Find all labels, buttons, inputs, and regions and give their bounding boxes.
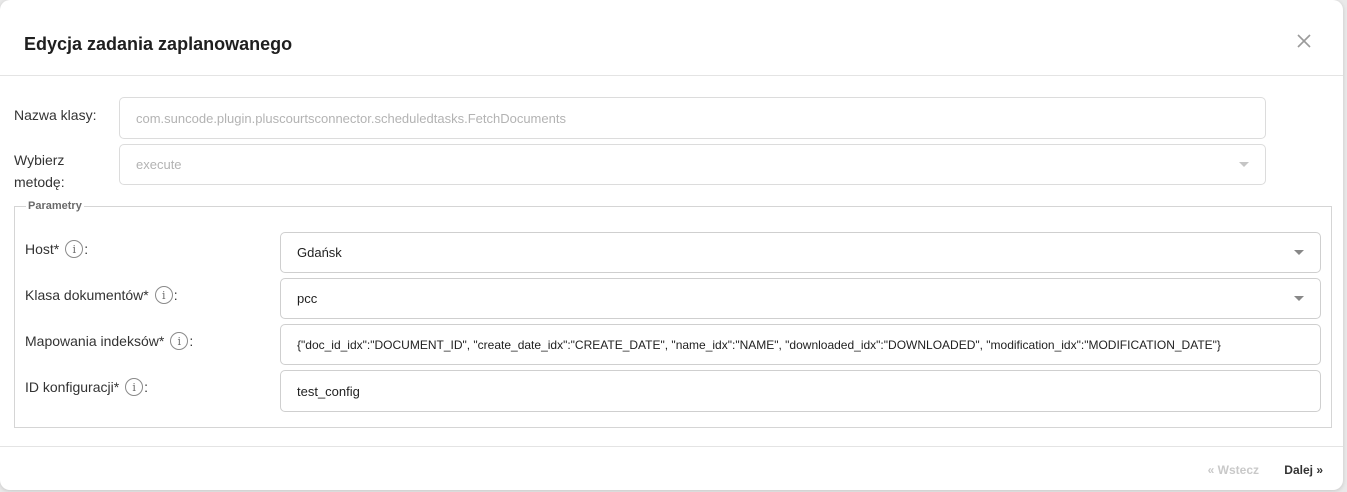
class-name-value: com.suncode.plugin.pluscourtsconnector.s… — [136, 110, 566, 126]
host-value: Gdańsk — [297, 245, 342, 260]
chevron-down-icon — [1294, 295, 1304, 301]
document-class-select[interactable]: pcc — [280, 278, 1321, 319]
document-class-label: Klasa dokumentów* i : — [25, 286, 178, 304]
info-icon[interactable]: i — [65, 240, 84, 258]
info-icon[interactable]: i — [125, 378, 144, 396]
document-class-label-text: Klasa dokumentów* — [25, 287, 149, 303]
parameters-fieldset — [14, 206, 1332, 428]
dialog-body: Nazwa klasy: com.suncode.plugin.pluscour… — [0, 76, 1343, 446]
back-button[interactable]: « Wstecz — [1207, 463, 1259, 477]
chevron-down-icon — [1239, 161, 1249, 167]
host-select[interactable]: Gdańsk — [280, 232, 1321, 273]
document-class-value: pcc — [297, 291, 318, 306]
parameters-legend: Parametry — [26, 200, 84, 212]
host-label-suffix: : — [84, 241, 89, 257]
config-id-label-text: ID konfiguracji* — [25, 379, 120, 395]
close-button[interactable] — [1293, 30, 1315, 52]
dialog-footer: « Wstecz Dalej » — [0, 446, 1343, 490]
next-button[interactable]: Dalej » — [1284, 463, 1323, 477]
class-name-input[interactable]: com.suncode.plugin.pluscourtsconnector.s… — [119, 97, 1266, 139]
host-label-text: Host* — [25, 241, 60, 257]
class-name-label: Nazwa klasy: — [14, 107, 97, 123]
index-mapping-label-text: Mapowania indeksów* — [25, 333, 165, 349]
config-id-value: test_config — [297, 383, 360, 399]
method-label-line2: metodę: — [14, 174, 65, 190]
method-label: Wybierz metodę: — [14, 149, 65, 193]
dialog-header: Edycja zadania zaplanowanego — [0, 0, 1343, 76]
chevron-down-icon — [1294, 249, 1304, 255]
method-select[interactable]: execute — [119, 144, 1266, 185]
method-value: execute — [136, 157, 182, 172]
info-icon[interactable]: i — [170, 332, 189, 350]
dialog-title: Edycja zadania zaplanowanego — [24, 34, 293, 54]
index-mapping-value: {"doc_id_idx":"DOCUMENT_ID", "create_dat… — [297, 337, 1221, 352]
index-mapping-label: Mapowania indeksów* i : — [25, 332, 193, 350]
config-id-label: ID konfiguracji* i : — [25, 378, 148, 396]
host-label: Host* i : — [25, 240, 88, 258]
document-class-label-suffix: : — [173, 287, 178, 303]
index-mapping-label-suffix: : — [189, 333, 194, 349]
config-id-label-suffix: : — [144, 379, 149, 395]
index-mapping-input[interactable]: {"doc_id_idx":"DOCUMENT_ID", "create_dat… — [280, 324, 1321, 365]
info-icon[interactable]: i — [154, 286, 173, 304]
close-icon — [1297, 34, 1311, 48]
config-id-input[interactable]: test_config — [280, 370, 1321, 412]
method-label-line1: Wybierz — [14, 152, 65, 168]
